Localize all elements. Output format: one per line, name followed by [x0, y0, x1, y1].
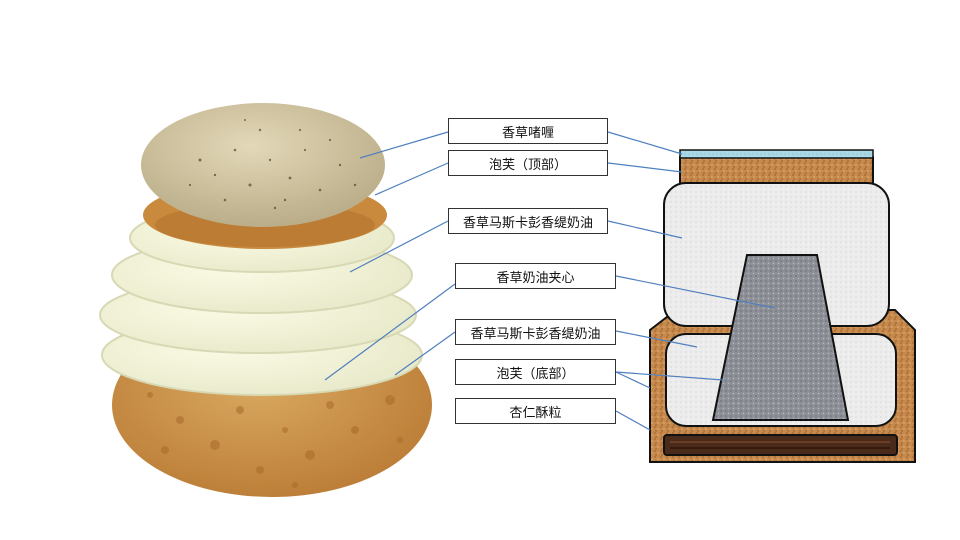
almond-base: [663, 434, 898, 456]
leader-lines: [324, 131, 776, 431]
cream-filling-core: [711, 254, 850, 421]
label-choux-bottom: 泡芙（底部）: [455, 359, 616, 385]
vanilla-speckles: [188, 119, 357, 210]
gel-layer: [679, 149, 874, 159]
label-mascarpone-chantilly-top: 香草马斯卡彭香缇奶油: [448, 208, 608, 234]
label-vanilla-cream-filling: 香草奶油夹心: [455, 263, 616, 289]
label-vanilla-gel: 香草啫喱: [448, 118, 608, 144]
label-almond-crumble: 杏仁酥粒: [455, 398, 616, 424]
cross-section: [649, 149, 916, 463]
label-choux-top: 泡芙（顶部）: [448, 150, 608, 176]
label-mascarpone-chantilly-bottom: 香草马斯卡彭香缇奶油: [455, 319, 616, 345]
pastry-illustration: [99, 103, 432, 497]
vanilla-dome: [141, 103, 385, 227]
